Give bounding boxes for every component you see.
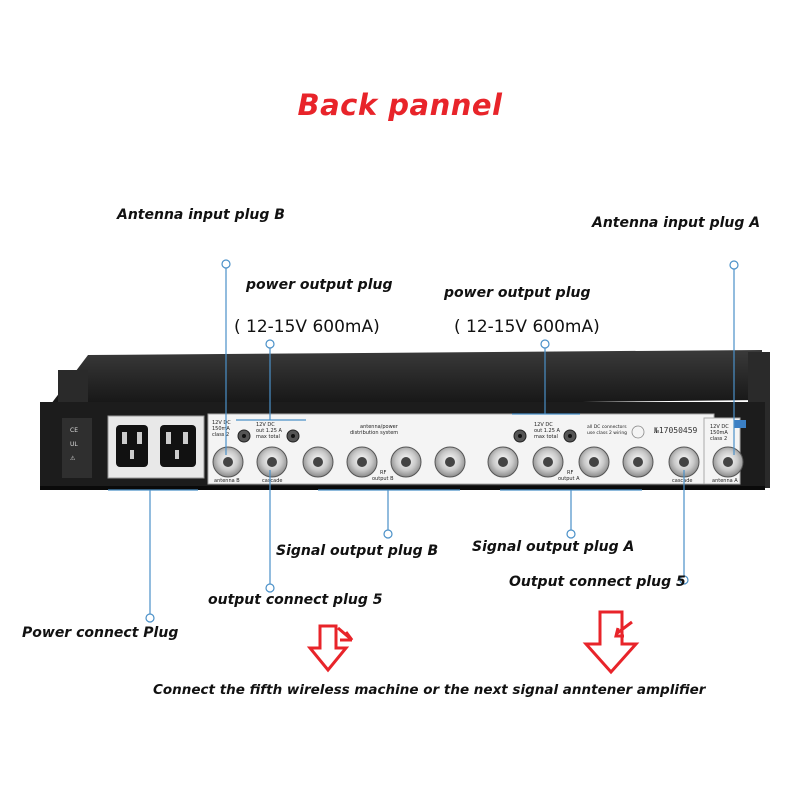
svg-text:12V DC out 1.25 A max: 12V DC out 1.25 A max total — [534, 422, 562, 440]
cert-label — [62, 418, 92, 478]
bnc-cascade-left — [256, 446, 288, 478]
svg-text:UL: UL — [70, 441, 78, 448]
label-signal-output-b: Signal output plug B — [276, 543, 439, 559]
svg-text:output B: output B — [372, 476, 394, 482]
svg-text:antenna/power: antenna/power — [360, 424, 399, 430]
svg-text:antenna A: antenna A — [712, 478, 738, 484]
bnc-antenna-a — [712, 446, 744, 478]
label-power-output-left: power output plug — [246, 277, 393, 293]
chassis-top — [48, 350, 762, 408]
svg-text:cascade: cascade — [672, 478, 692, 484]
bnc-output-b-1 — [302, 446, 334, 478]
bnc-output-b-4 — [434, 446, 466, 478]
down-arrow-left-icon — [306, 624, 354, 673]
svg-text:output A: output A — [558, 476, 580, 482]
label-power-spec-right: ( 12-15V 600mA) — [454, 317, 600, 337]
bnc-output-a-1 — [487, 446, 519, 478]
bnc-output-a-3 — [578, 446, 610, 478]
power-in-socket — [116, 425, 148, 467]
svg-text:12V DC out 1.25 A max: 12V DC out 1.25 A max total — [256, 422, 284, 440]
svg-text:RF: RF — [567, 470, 573, 476]
power-out-socket — [160, 425, 196, 467]
svg-text:12V DC 150mA class 2: 12V DC 150mA class 2 — [212, 420, 232, 438]
svg-text:12V DC 150mA class 2: 12V DC 150mA class 2 — [710, 424, 730, 442]
svg-text:CE: CE — [70, 427, 78, 434]
page-title: Back pannel — [297, 88, 503, 122]
callout-lines — [108, 259, 739, 623]
label-signal-output-a: Signal output plug A — [472, 539, 635, 555]
svg-text:RF: RF — [380, 470, 386, 476]
svg-text:cascade: cascade — [262, 478, 282, 484]
label-output-connect-left: output connect plug 5 — [208, 592, 383, 608]
footer-caption: Connect the fifth wireless machine or th… — [153, 682, 706, 698]
bnc-output-b-3 — [390, 446, 422, 478]
label-power-spec-left: ( 12-15V 600mA) — [234, 317, 380, 337]
label-power-connect: Power connect Plug — [22, 625, 179, 641]
down-arrow-right-icon — [582, 610, 640, 675]
svg-text:antenna B: antenna B — [214, 478, 240, 484]
label-output-connect-right: Output connect plug 5 — [509, 574, 686, 590]
bnc-output-b-2 — [346, 446, 378, 478]
svg-text:⚠: ⚠ — [70, 455, 76, 462]
bnc-output-a-4 — [622, 446, 654, 478]
label-antenna-input-a: Antenna input plug A — [592, 215, 761, 231]
label-antenna-input-b: Antenna input plug B — [117, 207, 285, 223]
bnc-antenna-b — [212, 446, 244, 478]
bnc-output-a-2 — [532, 446, 564, 478]
svg-text:all DC connectors use clas: all DC connectors use class 2 wiring — [587, 424, 628, 436]
svg-text:№17050459: №17050459 — [653, 426, 698, 435]
svg-text:distribution system: distribution system — [350, 430, 398, 436]
label-power-output-right: power output plug — [444, 285, 591, 301]
